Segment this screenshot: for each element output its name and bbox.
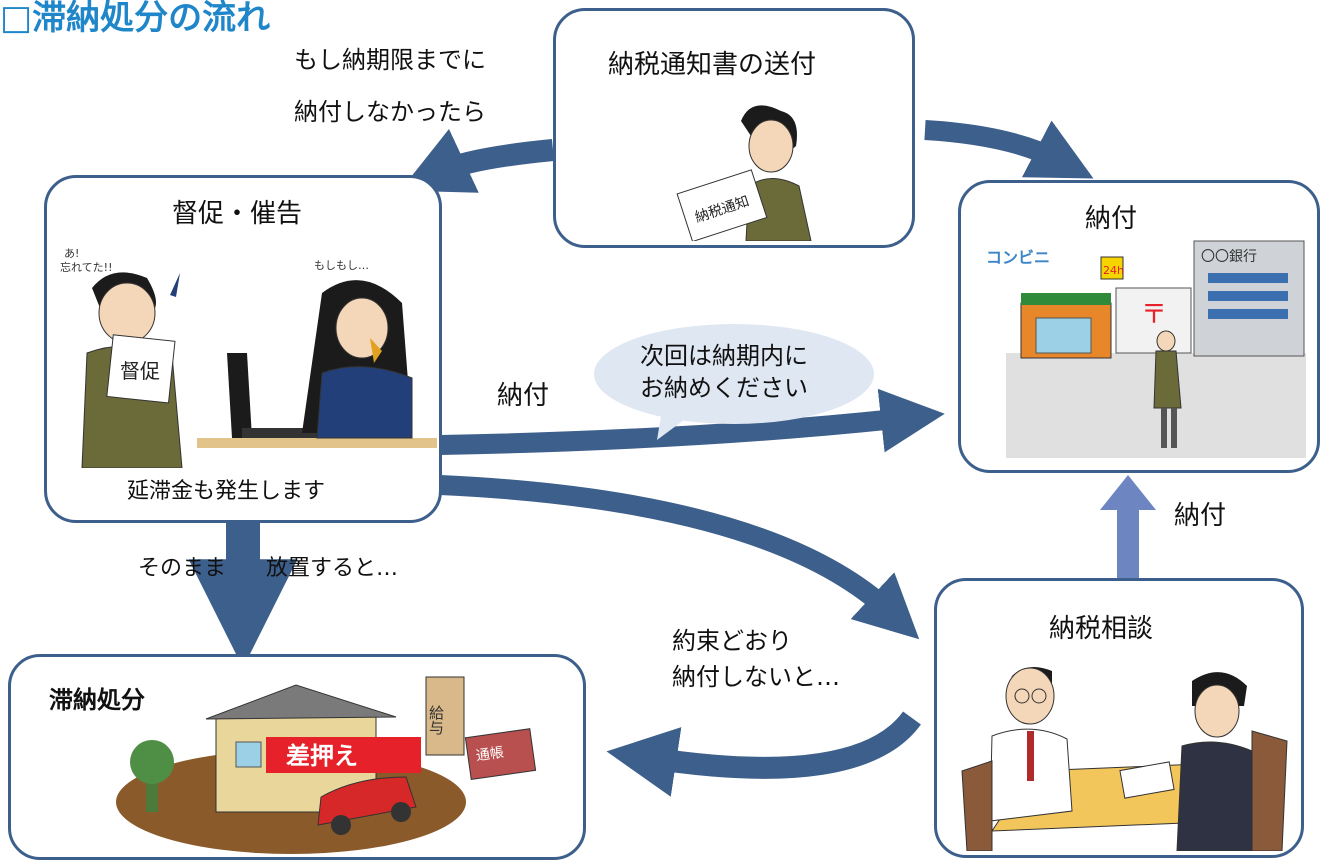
- demand-illustration: 督促 あ!忘れてた!! もしもし…: [60, 247, 437, 468]
- node-demand: 督促・催告 督促 あ!忘れてた!! もしもし… 延滞金も発生します: [44, 175, 442, 523]
- shops-illustration: コンビニ 24h 〒 〇〇銀行: [986, 240, 1306, 458]
- node-payment: 納付 コンビニ 24h 〒 〇〇銀行: [958, 180, 1320, 473]
- arrow-notice-to-demand: [400, 128, 555, 193]
- node-demand-note: 延滞金も発生します: [127, 479, 326, 504]
- page-title: □滞納処分の流れ: [0, 0, 271, 38]
- bank-label: 〇〇銀行: [1201, 249, 1257, 265]
- arrow-demand-to-payment: [439, 388, 945, 455]
- sign-24h: 24h: [1103, 264, 1124, 277]
- node-payment-label: 納付: [1085, 204, 1138, 234]
- node-notice: 納税通知書の送付 納税通知: [553, 8, 915, 248]
- seizure-tag: 差押え: [286, 742, 358, 770]
- phone-text: もしもし…: [314, 259, 369, 272]
- label-promise-1: 約束どおり: [672, 627, 792, 655]
- arrowhead-consult-to-payment: [1100, 475, 1156, 510]
- seizure-illustration: 差押え 給与 通帳: [116, 676, 537, 854]
- bubble-line-2: お納めください: [640, 374, 808, 402]
- node-consult: 納税相談: [934, 578, 1304, 858]
- node-seizure-label: 滞納処分: [49, 686, 145, 714]
- post-mark: 〒: [1141, 300, 1167, 330]
- label-if-overdue-1: もし納期限までに: [294, 46, 486, 74]
- arrow-notice-to-payment: [924, 120, 1094, 179]
- label-if-overdue-2: 納付しなかったら: [294, 98, 486, 126]
- bubble-line-1: 次回は納期内に: [640, 342, 808, 370]
- label-promise-2: 納付しないと…: [672, 663, 840, 691]
- arrow-demand-to-consult: [439, 475, 920, 640]
- boy-exclaim-text: あ!忘れてた!!: [60, 247, 113, 274]
- label-pay-mid: 納付: [497, 381, 550, 411]
- passbook-label: 通帳: [475, 745, 505, 765]
- consult-illustration: [961, 667, 1288, 851]
- node-notice-label: 納税通知書の送付: [608, 50, 817, 80]
- node-seizure: 滞納処分 差押え 給与 通帳: [8, 654, 586, 860]
- demand-paper-text: 督促: [120, 359, 160, 383]
- node-demand-label: 督促・催告: [172, 199, 303, 229]
- speech-bubble: [594, 324, 874, 440]
- label-leave-1: そのまま: [138, 556, 227, 581]
- man-reading-notice-illustration: 納税通知: [676, 105, 812, 241]
- label-pay-right: 納付: [1174, 501, 1227, 531]
- label-leave-2: 放置すると…: [266, 556, 399, 581]
- konbini-label: コンビニ: [986, 248, 1050, 267]
- salary-label: 給与: [427, 705, 445, 736]
- node-consult-label: 納税相談: [1049, 614, 1154, 644]
- arrow-consult-to-seizure: [606, 711, 921, 797]
